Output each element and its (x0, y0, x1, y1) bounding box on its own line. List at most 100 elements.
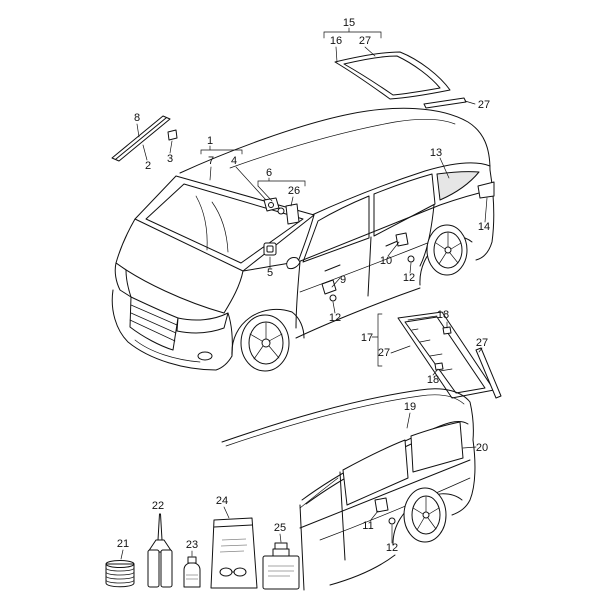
callout-11: 11 (362, 520, 373, 532)
trim-strip-edge (115, 117, 167, 160)
leader-line (257, 185, 273, 202)
grille-bars (129, 304, 178, 342)
lower-intake (134, 339, 201, 363)
leader-line (136, 123, 140, 138)
callout-18-top: 18 (437, 309, 449, 321)
bag-seal (213, 524, 253, 528)
front-door-edge (295, 261, 301, 329)
wagon-door-clip (374, 497, 389, 513)
rear-spokes (435, 232, 462, 265)
primer-cap (187, 556, 197, 564)
leader-line (142, 144, 148, 161)
front-wheel (240, 314, 290, 372)
callout-26: 26 (288, 185, 300, 197)
callout-5: 5 (267, 267, 273, 279)
roof-glass-panel (334, 51, 451, 100)
callout-18-bottom: 18 (427, 374, 439, 386)
cartridge-nozzle (157, 513, 163, 541)
leader-line (235, 166, 267, 201)
wagon-roof-inner (225, 394, 465, 447)
wagon-front-window-edge (299, 477, 339, 509)
wagon-rear-wheel (403, 487, 447, 543)
callout-17: 17 (361, 332, 373, 344)
callout-15: 15 (343, 17, 355, 29)
rain-sensor-lens (268, 202, 274, 208)
body-crease (299, 241, 431, 293)
retaining-clip (167, 129, 178, 141)
spacer-ring-stack (105, 560, 135, 588)
front-door-clip (321, 279, 337, 295)
rear-glass-clip-top (442, 326, 452, 335)
callout-6: 6 (266, 167, 272, 179)
callout-12-wagon: 12 (386, 542, 398, 554)
callout-20: 20 (476, 442, 488, 454)
callout-12-rear: 12 (403, 272, 415, 284)
rear-quarter-window (436, 171, 480, 201)
wagon-rim (411, 495, 441, 535)
leader-line (332, 301, 336, 314)
windshield-reflection (195, 195, 208, 251)
bag-print (219, 538, 248, 553)
callout-14: 14 (478, 221, 490, 233)
callout-23: 23 (186, 539, 198, 551)
cleaner-bottle (262, 542, 300, 590)
wagon-lower-body (329, 554, 396, 586)
side-mirror (286, 257, 301, 270)
hood-left-edge (115, 218, 136, 264)
callout-3: 3 (167, 153, 173, 165)
rear-door-edge (419, 204, 435, 267)
bracket-17 (371, 313, 383, 367)
callout-12-front: 12 (329, 312, 341, 324)
mounting-pad (263, 242, 277, 256)
leader-line (364, 46, 376, 57)
front-clip-12 (329, 294, 337, 302)
wagon-roof-line (221, 388, 474, 443)
wagon-rear-end (451, 439, 476, 516)
rear-tire (426, 224, 468, 276)
leader-line (387, 241, 400, 257)
mounting-pad-inner (266, 245, 274, 253)
callout-16: 16 (330, 35, 342, 47)
sedan-roof-line (179, 107, 491, 174)
windshield-reflection (211, 201, 229, 253)
bracket-1 (200, 145, 243, 155)
callout-4: 4 (231, 155, 237, 167)
callout-10: 10 (380, 255, 392, 267)
mirror-base-plate (285, 203, 300, 225)
rain-sensor (263, 197, 280, 212)
leader-line (464, 100, 476, 105)
primer-label (186, 574, 198, 580)
leader-line (407, 315, 438, 321)
leader-line (462, 446, 477, 449)
wagon-spokes (412, 496, 440, 531)
bag-body (210, 517, 258, 589)
leader-line (484, 197, 488, 223)
cleaner-neck (272, 548, 290, 557)
leader-line (406, 412, 411, 429)
adhesive-cartridge-gun (147, 513, 173, 588)
cleaner-label (268, 565, 294, 577)
rear-glass-shading (411, 328, 453, 372)
cleaner-body (262, 555, 300, 590)
rear-glass-clip-bottom (434, 362, 444, 371)
rear-clip-12 (407, 255, 415, 263)
front-door-window (302, 195, 370, 263)
wagon-rear-door-window (342, 439, 409, 506)
rear-door-window (373, 173, 436, 237)
roof-glass-outer (334, 51, 451, 100)
leader-line (120, 549, 124, 560)
repair-kit-bag (210, 517, 258, 589)
callout-7: 7 (208, 155, 214, 167)
callout-27-strip: 27 (478, 99, 490, 111)
front-bumper (111, 289, 233, 371)
callout-2: 2 (145, 160, 151, 172)
callout-24: 24 (216, 495, 228, 507)
callout-13: 13 (430, 147, 442, 159)
wagon-belt-line (299, 459, 471, 529)
cleaner-cap (274, 542, 288, 550)
callout-27-glass: 27 (378, 347, 390, 359)
callout-22: 22 (152, 500, 164, 512)
roof-seal-strip (423, 97, 467, 109)
sedan-roof-edge (311, 162, 491, 216)
